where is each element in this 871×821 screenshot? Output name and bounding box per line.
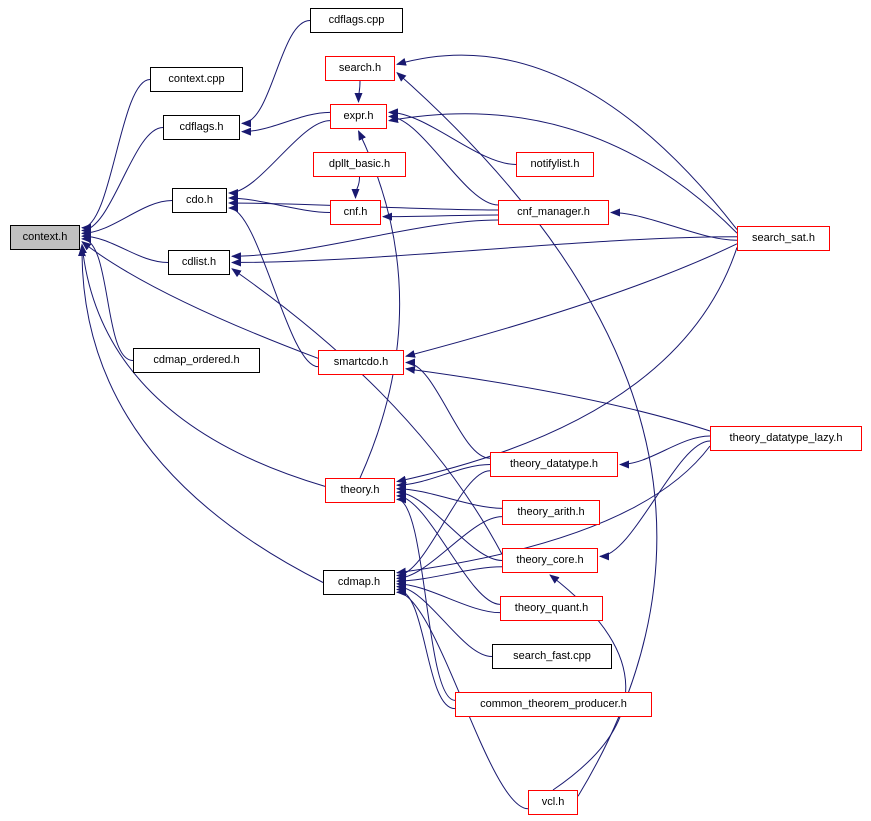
graph-node-context-cpp[interactable]: context.cpp [150, 67, 243, 92]
edge-search_sat_h-to-smartcdo_h [405, 243, 738, 358]
edge-theory_datatype_lazy_h-to-theory_datatype_h [619, 435, 711, 469]
graph-node-cdlist-h[interactable]: cdlist.h [168, 250, 230, 275]
graph-node-theory-datatype-lazy-h[interactable]: theory_datatype_lazy.h [710, 426, 862, 451]
graph-node-search-h[interactable]: search.h [325, 56, 395, 81]
graph-node-cdmap-ordered-h[interactable]: cdmap_ordered.h [133, 348, 260, 373]
edge-cdo_h-to-context_h [81, 200, 173, 238]
graph-node-context-h[interactable]: context.h [10, 225, 80, 250]
graph-node-label: context.cpp [168, 73, 225, 85]
edge-cdflags_h-to-context_h [81, 127, 164, 235]
edge-cnf_h-to-cdo_h [228, 194, 331, 213]
edge-theory_h-to-context_h [78, 243, 326, 487]
graph-node-notifylist-h[interactable]: notifylist.h [516, 152, 594, 177]
edge-expr_h-to-cdflags_h [241, 111, 331, 136]
graph-node-label: theory_datatype.h [509, 458, 599, 470]
graph-node-label: theory.h [340, 484, 380, 496]
edge-search_sat_h-to-search_h [396, 54, 738, 230]
graph-node-label: expr.h [343, 110, 374, 122]
graph-node-vcl-h[interactable]: vcl.h [528, 790, 578, 815]
edge-search_sat_h-to-cnf_manager_h [610, 208, 738, 241]
graph-node-label: cdlist.h [181, 256, 217, 268]
graph-node-theory-core-h[interactable]: theory_core.h [502, 548, 598, 573]
graph-node-label: search_sat.h [752, 232, 815, 244]
graph-node-theory-quant-h[interactable]: theory_quant.h [500, 596, 603, 621]
edge-theory_arith_h-to-cdmap_h [396, 516, 503, 583]
edge-vcl_h-to-search_h [396, 72, 658, 797]
graph-node-cdo-h[interactable]: cdo.h [172, 188, 227, 213]
edge-context_cpp-to-context_h [81, 79, 151, 232]
edge-notifylist_h-to-expr_h [388, 108, 517, 165]
graph-node-label: cdo.h [186, 194, 213, 206]
edge-search_sat_h-to-expr_h [388, 113, 738, 234]
edge-theory_core_h-to-cdmap_h [396, 566, 503, 586]
graph-node-label: cnf_manager.h [517, 206, 590, 218]
graph-node-label: common_theorem_producer.h [480, 698, 627, 710]
graph-node-dpllt-basic-h[interactable]: dpllt_basic.h [313, 152, 406, 177]
graph-node-label: search.h [338, 62, 382, 74]
graph-node-label: theory_arith.h [517, 506, 585, 518]
graph-node-label: cdmap_ordered.h [153, 354, 240, 366]
graph-node-label: search_fast.cpp [513, 650, 591, 662]
graph-node-search-sat-h[interactable]: search_sat.h [737, 226, 830, 251]
graph-node-theory-datatype-h[interactable]: theory_datatype.h [490, 452, 618, 477]
graph-node-label: vcl.h [541, 796, 565, 808]
graph-node-label: theory_datatype_lazy.h [729, 432, 843, 444]
edge-common_theorem_producer_h-to-theory_h [396, 495, 456, 701]
edge-dpllt_basic_h-to-cnf_h [351, 176, 360, 199]
edge-search_fast_cpp-to-cdmap_h [396, 582, 493, 657]
edge-theory_datatype_h-to-cdmap_h [396, 470, 491, 580]
graph-node-label: theory_core.h [516, 554, 584, 566]
graph-node-cnf-manager-h[interactable]: cnf_manager.h [498, 200, 609, 225]
edge-smartcdo_h-to-context_h [81, 241, 319, 359]
graph-node-label: cnf.h [343, 206, 368, 218]
graph-node-label: context.h [22, 231, 68, 243]
graph-node-search-fast-cpp[interactable]: search_fast.cpp [492, 644, 612, 669]
edge-search_sat_h-to-cdlist_h [231, 236, 738, 267]
edge-smartcdo_h-to-cdo_h [228, 204, 319, 368]
edge-theory_core_h-to-cdlist_h [231, 268, 503, 555]
edge-theory_quant_h-to-theory_h [396, 491, 501, 605]
graph-node-smartcdo-h[interactable]: smartcdo.h [318, 350, 404, 375]
graph-node-theory-arith-h[interactable]: theory_arith.h [502, 500, 600, 525]
graph-node-label: theory_quant.h [514, 602, 589, 614]
graph-node-cdflags-h[interactable]: cdflags.h [163, 115, 240, 140]
edge-cnf_manager_h-to-expr_h [388, 112, 499, 206]
edge-cdflags_cpp-to-cdflags_h [241, 20, 311, 128]
edge-theory_datatype_lazy_h-to-smartcdo_h [405, 365, 711, 432]
edge-theory_arith_h-to-theory_h [396, 484, 503, 509]
edge-search_h-to-expr_h [354, 80, 363, 103]
graph-node-label: smartcdo.h [333, 356, 389, 368]
edge-cdmap_h-to-context_h [77, 246, 324, 583]
edge-cnf_manager_h-to-cnf_h [382, 212, 499, 221]
graph-node-expr-h[interactable]: expr.h [330, 104, 387, 129]
graph-node-theory-h[interactable]: theory.h [325, 478, 395, 503]
edge-cnf_manager_h-to-cdlist_h [231, 219, 499, 261]
graph-node-label: notifylist.h [530, 158, 580, 170]
graph-node-label: cdmap.h [337, 576, 381, 588]
edge-theory_core_h-to-theory_h [396, 488, 503, 561]
graph-node-cnf-h[interactable]: cnf.h [330, 200, 381, 225]
graph-node-label: dpllt_basic.h [328, 158, 391, 170]
graph-node-label: cdflags.h [179, 121, 224, 133]
graph-node-common-theorem-producer-h[interactable]: common_theorem_producer.h [455, 692, 652, 717]
edge-search_sat_h-to-theory_h [396, 247, 738, 484]
graph-node-label: cdflags.cpp [328, 14, 385, 26]
edge-expr_h-to-cdo_h [228, 120, 331, 197]
edge-theory_datatype_h-to-smartcdo_h [405, 358, 491, 459]
edge-theory_datatype_h-to-theory_h [396, 464, 491, 490]
edge-theory_quant_h-to-cdmap_h [396, 579, 501, 614]
edge-theory_datatype_lazy_h-to-theory_core_h [599, 440, 711, 561]
edge-common_theorem_producer_h-to-cdmap_h [396, 585, 456, 710]
graph-node-cdflags-cpp[interactable]: cdflags.cpp [310, 8, 403, 33]
graph-node-cdmap-h[interactable]: cdmap.h [323, 570, 395, 595]
